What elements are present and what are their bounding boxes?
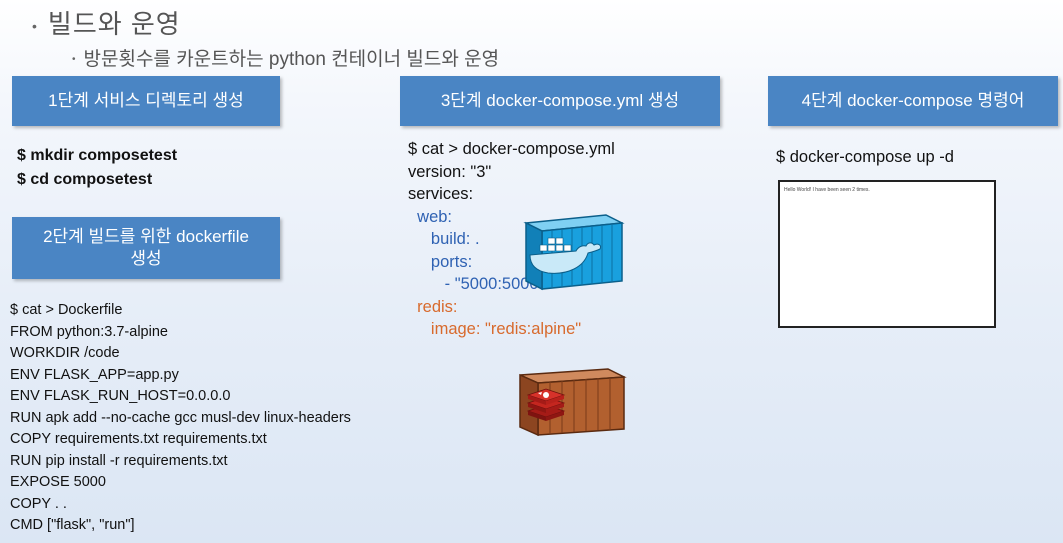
dockerfile-line: COPY requirements.txt requirements.txt [10, 429, 351, 451]
step3-label: 3단계 docker-compose.yml 생성 [441, 90, 679, 112]
dockerfile-line: ENV FLASK_RUN_HOST=0.0.0.0 [10, 386, 351, 408]
step4-command: $ docker-compose up -d [776, 148, 954, 167]
dockerfile-line: ENV FLASK_APP=app.py [10, 365, 351, 387]
compose-line: version: "3" [408, 161, 615, 184]
compose-line: redis: [408, 296, 615, 319]
dockerfile-line: RUN apk add --no-cache gcc musl-dev linu… [10, 408, 351, 430]
dockerfile-line: FROM python:3.7-alpine [10, 322, 351, 344]
title-text: 빌드와 운영 [48, 9, 181, 39]
step3-box: 3단계 docker-compose.yml 생성 [400, 76, 720, 126]
step1-command-mkdir: $ mkdir composetest [17, 147, 177, 165]
slide-subtitle: • 방문횟수를 카운트하는 python 컨테이너 빌드와 운영 [72, 44, 499, 71]
subtitle-text: 방문횟수를 카운트하는 python 컨테이너 빌드와 운영 [84, 49, 500, 70]
step1-box: 1단계 서비스 디렉토리 생성 [12, 76, 280, 126]
dockerfile-line: $ cat > Dockerfile [10, 300, 351, 322]
title-bullet: • [32, 18, 38, 34]
compose-line: $ cat > docker-compose.yml [408, 138, 615, 161]
dockerfile-line: RUN pip install -r requirements.txt [10, 451, 351, 473]
redis-container-icon [516, 365, 628, 439]
browser-output-window: Hello World! I have been seen 2 times. [778, 180, 996, 328]
step2-box: 2단계 빌드를 위한 dockerfile 생성 [12, 217, 280, 279]
step1-label: 1단계 서비스 디렉토리 생성 [48, 90, 244, 112]
step4-box: 4단계 docker-compose 명령어 [768, 76, 1058, 126]
step4-label: 4단계 docker-compose 명령어 [802, 90, 1025, 112]
dockerfile-line: CMD ["flask", "run"] [10, 515, 351, 537]
dockerfile-line: EXPOSE 5000 [10, 472, 351, 494]
step2-label-line1: 2단계 빌드를 위한 dockerfile [43, 226, 249, 248]
browser-output-text: Hello World! I have been seen 2 times. [784, 187, 870, 193]
subtitle-bullet: • [72, 54, 76, 65]
compose-line: image: "redis:alpine" [408, 318, 615, 341]
dockerfile-line: WORKDIR /code [10, 343, 351, 365]
docker-whale-container-icon [518, 209, 628, 294]
step2-label-line2: 생성 [43, 248, 249, 270]
slide-title: • 빌드와 운영 [32, 4, 181, 41]
step1-command-cd: $ cd composetest [17, 171, 152, 189]
dockerfile-line: COPY . . [10, 494, 351, 516]
compose-line: services: [408, 183, 615, 206]
dockerfile-listing: $ cat > Dockerfile FROM python:3.7-alpin… [10, 300, 351, 537]
